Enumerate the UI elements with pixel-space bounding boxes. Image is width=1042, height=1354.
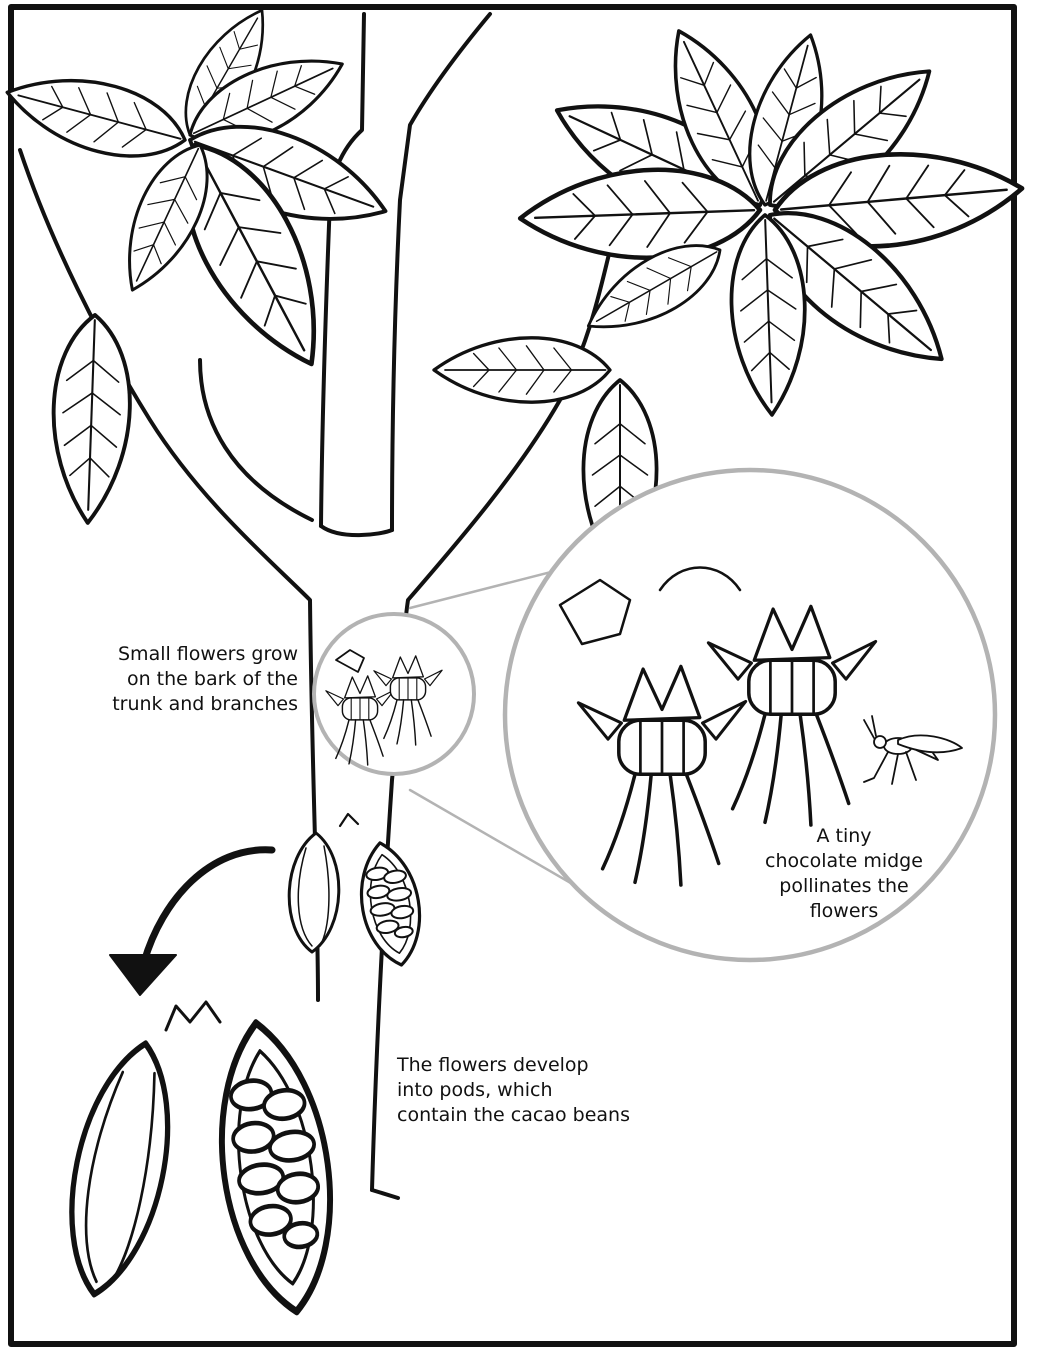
caption-line: contain the cacao beans — [397, 1103, 630, 1128]
caption-line: trunk and branches — [112, 692, 298, 717]
pods-on-trunk — [289, 814, 429, 970]
leaves-left — [0, 0, 398, 524]
caption-line: flowers — [744, 899, 944, 924]
flower-callout-small — [314, 614, 474, 774]
curved-arrow-icon — [110, 850, 272, 995]
caption-line: A tiny — [744, 824, 944, 849]
pods-enlarged — [55, 1002, 348, 1319]
caption-midge: A tiny chocolate midge pollinates the fl… — [744, 824, 944, 924]
caption-line: pollinates the — [744, 874, 944, 899]
caption-line: The flowers develop — [397, 1053, 630, 1078]
caption-line: Small flowers grow — [112, 642, 298, 667]
caption-pods: The flowers develop into pods, which con… — [397, 1053, 630, 1128]
caption-bark-flowers: Small flowers grow on the bark of the tr… — [112, 642, 298, 717]
caption-line: on the bark of the — [112, 667, 298, 692]
caption-line: into pods, which — [397, 1078, 630, 1103]
caption-line: chocolate midge — [744, 849, 944, 874]
